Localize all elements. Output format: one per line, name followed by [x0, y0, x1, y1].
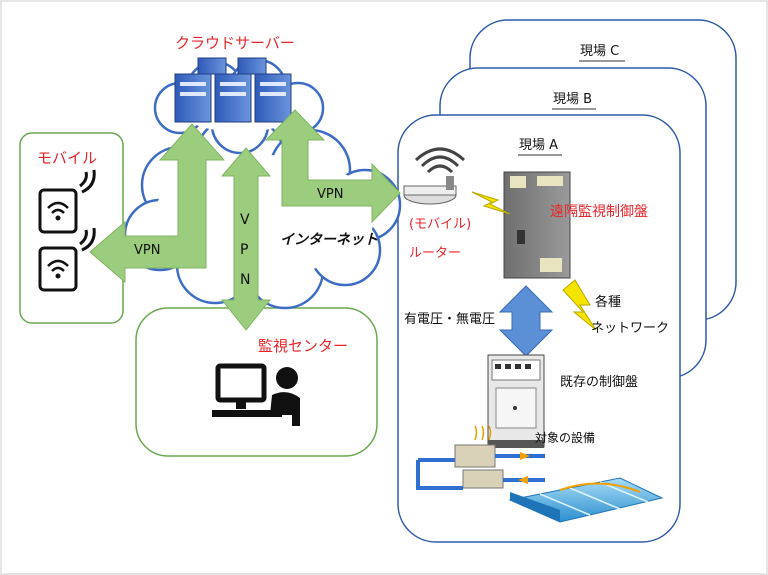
vpn-vertical-n: N	[240, 272, 251, 288]
mobile-label: モバイル	[37, 149, 98, 167]
vpn-arrow-center	[220, 147, 272, 331]
lightning-icon	[562, 279, 597, 331]
vpn-arrow-router	[264, 109, 401, 224]
existing-panel-label: 既存の制御盤	[560, 375, 639, 390]
remote-panel-label: 遠隔監視制御盤	[550, 204, 648, 220]
vpn-vertical-p: P	[240, 242, 249, 258]
network-label-line2: ネットワーク	[591, 321, 670, 336]
internet-label: インターネット	[280, 232, 378, 248]
lightning-icon	[471, 191, 511, 215]
site-b-label: 現場 B	[553, 92, 593, 107]
vpn-arrows	[89, 109, 401, 331]
cabinet-icon	[487, 354, 545, 448]
router-icon	[403, 147, 466, 205]
site-a-label: 現場 A	[519, 138, 559, 153]
router-label-line1: (モバイル)	[409, 217, 472, 232]
control-panel-icon	[503, 171, 571, 279]
vpn-label-left: VPN	[134, 243, 161, 258]
equipment-icon	[416, 425, 664, 523]
cloud-server-label: クラウドサーバー	[175, 34, 295, 52]
computer-user-icon	[212, 363, 300, 426]
network-label-line1: 各種	[595, 295, 622, 310]
tablet-wifi-icon	[38, 227, 96, 292]
tablet-wifi-icon	[38, 169, 96, 234]
equipment-label: 対象の設備	[535, 431, 596, 445]
monitoring-center-label: 監視センター	[258, 337, 349, 355]
vpn-arrow-mobile	[89, 123, 226, 284]
voltage-label: 有電圧・無電圧	[404, 312, 496, 327]
vpn-label-right: VPN	[317, 187, 344, 202]
site-c-label: 現場 C	[580, 44, 620, 59]
router-label-line2: ルーター	[409, 246, 462, 261]
server-icon	[174, 57, 292, 123]
vpn-vertical-v: V	[240, 212, 250, 228]
